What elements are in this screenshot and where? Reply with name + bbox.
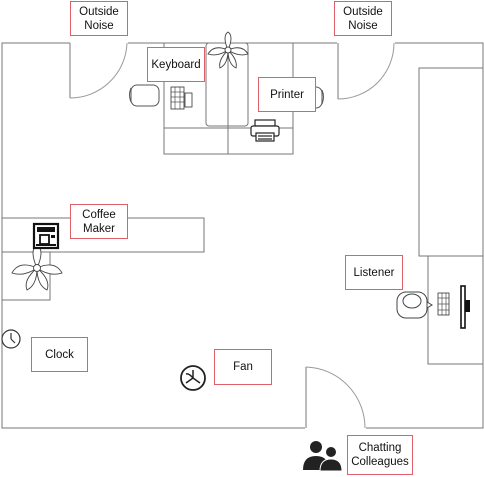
door-top-left	[69, 42, 128, 99]
people-icon	[303, 441, 343, 472]
printer-label: Printer	[258, 77, 316, 112]
listener-label: Listener	[345, 255, 403, 290]
fan-icon	[180, 365, 206, 391]
door-top-right	[337, 42, 395, 100]
printer-icon	[250, 119, 280, 142]
outside-noise-label-left: Outside Noise	[70, 1, 128, 36]
clock-label: Clock	[31, 337, 88, 372]
potted-plant-icon	[207, 31, 249, 69]
clock-icon	[1, 329, 21, 349]
keyboard-icon	[437, 292, 450, 316]
outside-noise-label-right: Outside Noise	[334, 1, 392, 36]
monitor-icon	[460, 285, 470, 329]
office-chair-icon	[396, 291, 433, 319]
door-bottom	[305, 366, 366, 429]
office-chair-icon	[129, 84, 160, 107]
keyboard-icon	[170, 86, 193, 110]
fan-label: Fan	[214, 349, 272, 385]
keyboard-label: Keyboard	[147, 47, 205, 82]
right-partition	[418, 67, 484, 257]
potted-plant-icon	[11, 244, 63, 291]
chatting-colleagues-label: Chatting Colleagues	[347, 435, 413, 475]
desk-right	[427, 255, 484, 365]
coffee-maker-icon	[32, 222, 60, 250]
coffee-maker-label: Coffee Maker	[70, 204, 128, 239]
